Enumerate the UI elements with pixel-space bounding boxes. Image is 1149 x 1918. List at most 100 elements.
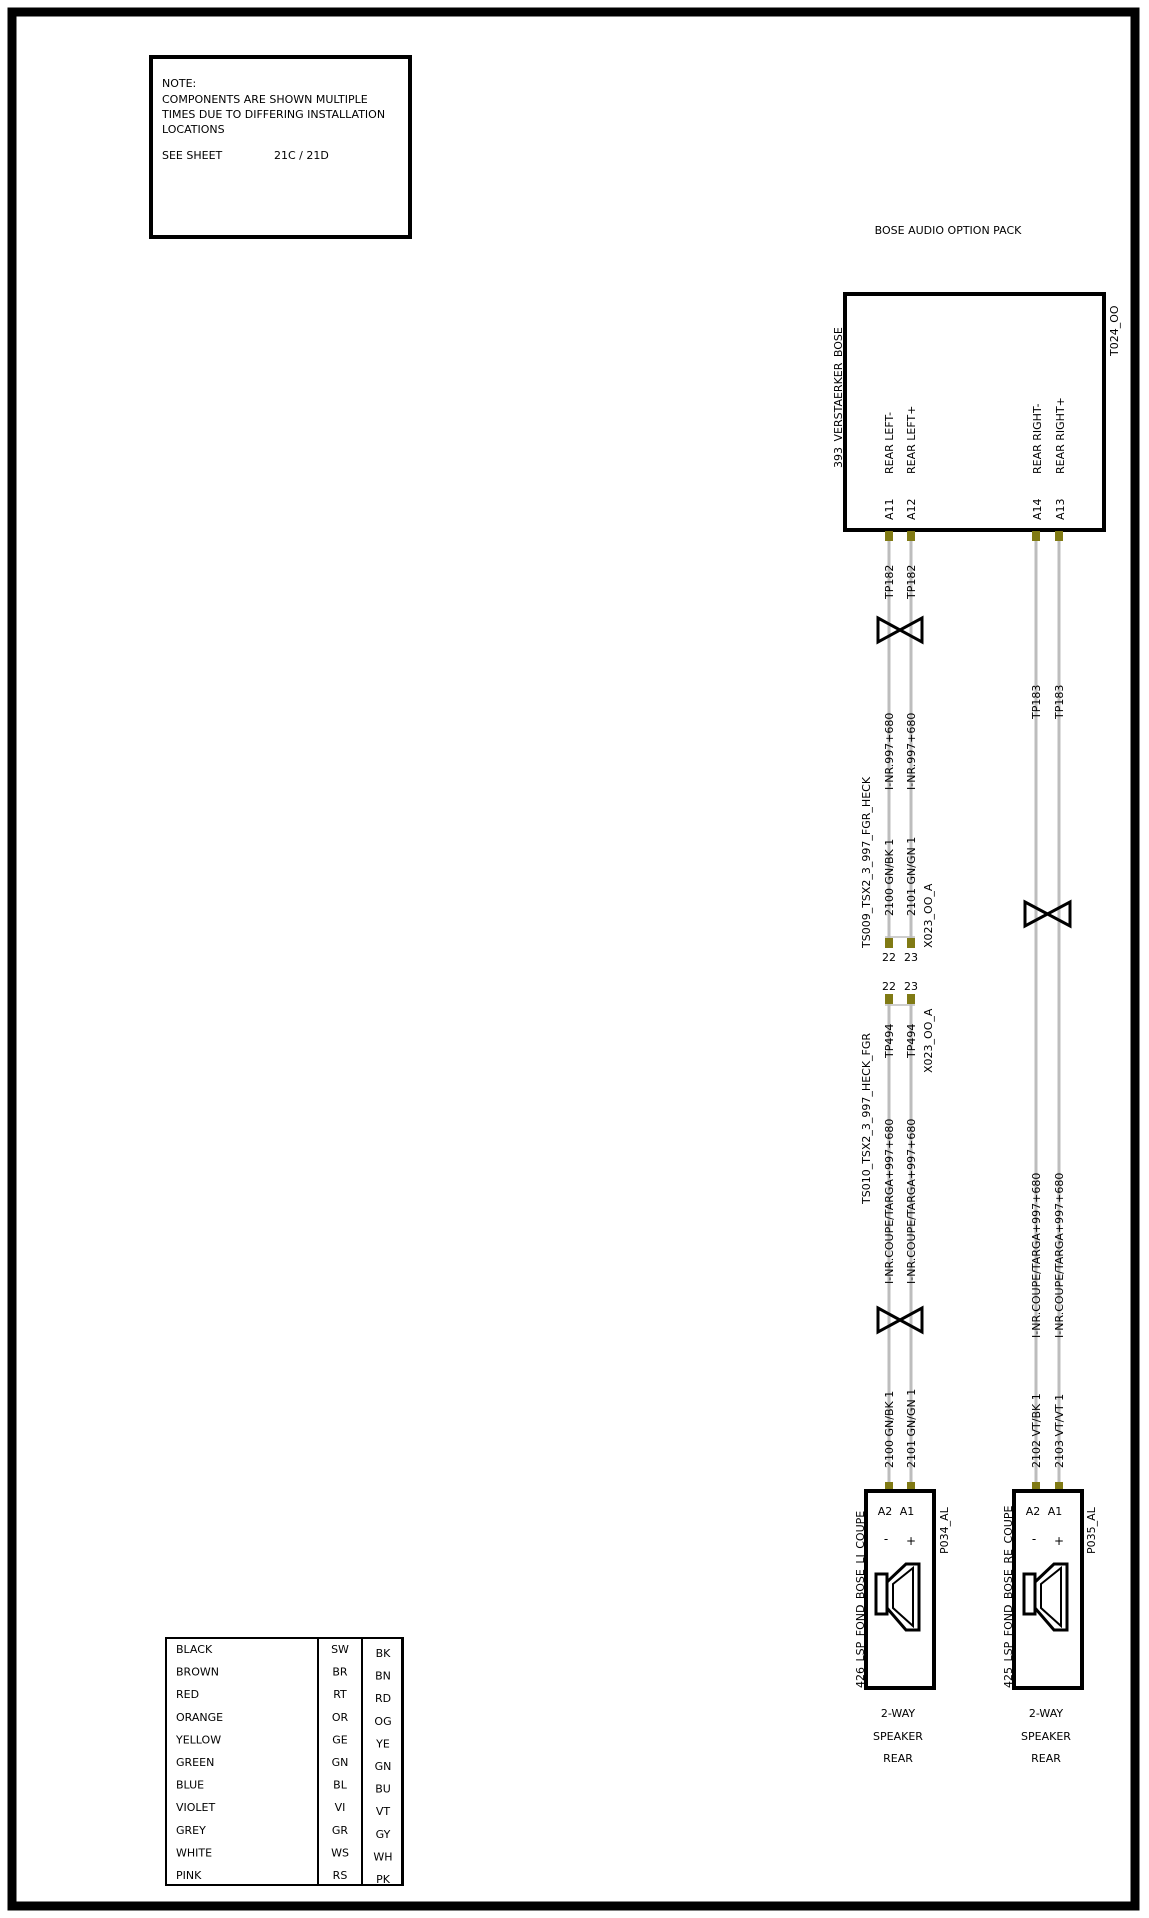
option-pack-title: BOSE AUDIO OPTION PACK <box>875 224 1022 237</box>
speaker-right-name: 425_LSP_FOND_BOSE_RE_COUPE <box>1002 1506 1015 1688</box>
legend-color-code-de: SW <box>331 1643 349 1656</box>
legend-color-code-en: OG <box>374 1715 391 1728</box>
note-box: NOTE: COMPONENTS ARE SHOWN MULTIPLE TIME… <box>149 55 412 239</box>
tp182-label-2: TP182 <box>905 565 918 600</box>
legend-color-name: YELLOW <box>175 1733 221 1746</box>
pin-id-a12: A12 <box>905 498 918 520</box>
connector-x023-lower: X023_OO_A <box>922 1008 935 1073</box>
speaker-right-caption-2: SPEAKER <box>1021 1730 1071 1743</box>
pin-label-rear-left-minus: REAR LEFT- <box>883 412 896 474</box>
legend-color-name: BROWN <box>176 1666 219 1679</box>
speaker-right-icon <box>1022 1562 1069 1632</box>
harness-ts010: TS010_TSX2_3_997_HECK_FGR <box>860 1033 873 1205</box>
speaker-right-pin-label-a1: A1 <box>1048 1505 1063 1518</box>
color-legend-english-box <box>361 1637 403 1886</box>
pin-label-rear-left-plus: REAR LEFT+ <box>905 406 918 474</box>
legend-color-code-en: WH <box>373 1850 392 1863</box>
amplifier-pins <box>885 531 1063 541</box>
speaker-right-pin-a2 <box>1032 1482 1040 1492</box>
speaker-right-plus: + <box>1054 1534 1064 1548</box>
inr-lower-label-1: I-NR.COUPE/TARGA+997+680 <box>883 1119 896 1284</box>
inr-lower-label-2: I-NR.COUPE/TARGA+997+680 <box>905 1119 918 1284</box>
tp183-label-1: TP183 <box>1030 685 1043 720</box>
connector-pin-23-upper <box>907 938 915 948</box>
note-line-1: NOTE: <box>162 77 196 90</box>
see-sheet-label: SEE SHEET <box>162 149 223 162</box>
tp183-label-2: TP183 <box>1053 685 1066 720</box>
legend-color-code-de: GE <box>332 1733 348 1746</box>
speaker-pins <box>885 1482 1063 1492</box>
legend-color-name: WHITE <box>176 1846 212 1859</box>
wire-id-2100-lower: 2100 GN/BK 1 <box>883 1391 896 1468</box>
connector-pin-22-upper <box>885 938 893 948</box>
legend-color-code-de: RS <box>333 1869 348 1882</box>
note-line-2: COMPONENTS ARE SHOWN MULTIPLE <box>162 93 368 106</box>
inr-right-label-1: I-NR.COUPE/TARGA+997+680 <box>1030 1173 1043 1338</box>
legend-color-name: GREY <box>176 1824 206 1837</box>
connector-x023-lower-half: 22 23 <box>882 980 918 1006</box>
legend-color-name: RED <box>176 1688 199 1701</box>
speaker-left-plus: + <box>906 1534 916 1548</box>
speaker-left-code: P034_AL <box>938 1506 951 1554</box>
speaker-right: 425_LSP_FOND_BOSE_RE_COUPE P035_AL A2 A1… <box>1002 1489 1098 1765</box>
speaker-left: 426_LSP_FOND_BOSE_LI_COUPE P034_AL A2 A1… <box>854 1489 951 1765</box>
legend-color-name: GREEN <box>176 1756 214 1769</box>
page-frame <box>7 7 1140 1911</box>
wire-id-2103: 2103 VT/VT 1 <box>1053 1394 1066 1468</box>
speaker-left-caption-1: 2-WAY <box>881 1707 915 1720</box>
legend-color-code-en: VT <box>376 1805 391 1818</box>
legend-color-code-de: WS <box>331 1846 349 1859</box>
connector-pin-label-22-upper: 22 <box>882 951 896 964</box>
legend-color-code-de: BR <box>332 1666 348 1679</box>
speaker-left-box <box>864 1489 936 1690</box>
connector-pin-label-23-upper: 23 <box>904 951 918 964</box>
wire-id-2101-upper: 2101 GN/GN 1 <box>905 837 918 916</box>
pin-a11 <box>885 531 893 541</box>
speaker-left-pin-label-a1: A1 <box>900 1505 915 1518</box>
legend-color-code-en: YE <box>375 1737 390 1750</box>
speaker-right-caption-1: 2-WAY <box>1029 1707 1063 1720</box>
tp494-label-1: TP494 <box>883 1024 896 1059</box>
tp182-label-1: TP182 <box>883 565 896 600</box>
inr-upper-label-1: I-NR.997+680 <box>883 713 896 790</box>
wires <box>887 532 1061 1484</box>
connector-x023-upper-half: 22 23 <box>882 936 918 964</box>
harness-ts009: TS009_TSX2_3_997_FGR_HECK <box>860 776 873 949</box>
speaker-right-code: P035_AL <box>1085 1506 1098 1554</box>
wire-id-2100-upper: 2100 GN/BK 1 <box>883 839 896 916</box>
speaker-right-pin-label-a2: A2 <box>1026 1505 1041 1518</box>
speaker-right-pin-a1 <box>1055 1482 1063 1492</box>
legend-color-code-en: BN <box>375 1670 391 1683</box>
amplifier: 393_VERSTAERKER_BOSE T024_OO REAR LEFT- … <box>832 292 1121 532</box>
pin-id-a14: A14 <box>1031 498 1044 520</box>
twist-marker-right <box>1023 899 1072 929</box>
legend-color-code-en: BK <box>376 1647 392 1660</box>
see-sheet-value: 21C / 21D <box>274 149 329 162</box>
legend-color-code-en: BU <box>375 1783 391 1796</box>
speaker-left-icon <box>874 1562 921 1632</box>
speaker-left-pin-label-a2: A2 <box>878 1505 893 1518</box>
pin-label-rear-right-plus: REAR RIGHT+ <box>1054 397 1067 474</box>
connector-pin-label-22-lower: 22 <box>882 980 896 993</box>
legend-color-code-de: GN <box>332 1756 349 1769</box>
inr-right-label-2: I-NR.COUPE/TARGA+997+680 <box>1053 1173 1066 1338</box>
amplifier-box <box>843 292 1106 532</box>
note-line-4: LOCATIONS <box>162 123 225 136</box>
legend-color-code-en: GN <box>375 1760 392 1773</box>
legend-color-code-de: OR <box>332 1711 349 1724</box>
pin-id-a13: A13 <box>1054 498 1067 520</box>
pin-a12 <box>907 531 915 541</box>
tp494-label-2: TP494 <box>905 1024 918 1059</box>
legend-color-name: BLACK <box>176 1643 213 1656</box>
speaker-right-box <box>1012 1489 1084 1690</box>
legend-color-name: PINK <box>176 1869 202 1882</box>
wire-id-2102: 2102 VT/BK 1 <box>1030 1393 1043 1468</box>
pin-id-a11: A11 <box>883 498 896 520</box>
speaker-left-caption-2: SPEAKER <box>873 1730 923 1743</box>
speaker-left-pin-a2 <box>885 1482 893 1492</box>
speaker-right-caption-3: REAR <box>1031 1752 1061 1765</box>
note-line-3: TIMES DUE TO DIFFERING INSTALLATION <box>161 108 385 121</box>
inr-upper-label-2: I-NR.997+680 <box>905 713 918 790</box>
